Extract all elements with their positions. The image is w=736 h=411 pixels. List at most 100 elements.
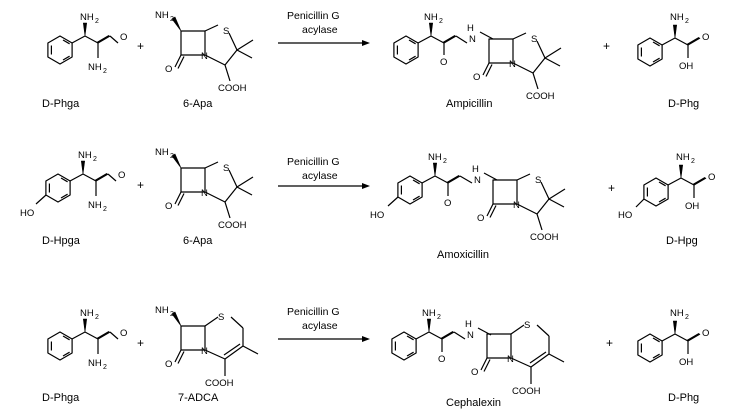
svg-text:COOH: COOH [205, 378, 234, 389]
svg-text:2: 2 [95, 18, 99, 25]
svg-text:COOH: COOH [218, 83, 247, 94]
svg-text:N: N [201, 188, 208, 199]
svg-text:S: S [218, 312, 224, 323]
svg-text:O: O [702, 32, 709, 43]
svg-text:NH: NH [424, 12, 438, 23]
svg-text:H: H [467, 23, 474, 34]
svg-text:NH: NH [80, 308, 94, 319]
svg-text:HO: HO [20, 208, 34, 219]
svg-text:O: O [477, 213, 484, 224]
svg-text:COOH: COOH [512, 386, 541, 397]
svg-text:NH: NH [80, 12, 94, 23]
reactant-1-label: D-Phga [42, 98, 80, 110]
svg-text:NH: NH [676, 152, 690, 163]
product-1-label: Amoxicillin [437, 249, 489, 261]
svg-text:N: N [467, 330, 474, 341]
svg-text:O: O [708, 172, 715, 183]
svg-text:NH: NH [155, 10, 169, 21]
product-2-label: D-Phg [668, 392, 699, 404]
plus-sign: + [603, 39, 610, 53]
svg-text:NH: NH [428, 152, 442, 163]
enzyme-label-line1: Penicillin G [287, 156, 340, 168]
svg-text:2: 2 [170, 153, 174, 160]
svg-text:2: 2 [685, 314, 689, 321]
plus-sign: + [137, 178, 144, 192]
svg-text:N: N [474, 175, 481, 186]
reactant-1-label: D-Hpga [42, 235, 81, 247]
svg-text:NH: NH [88, 200, 102, 211]
svg-text:NH: NH [670, 12, 684, 23]
svg-text:COOH: COOH [526, 91, 555, 102]
svg-text:S: S [223, 163, 229, 174]
reactant-2-label: 6-Apa [183, 235, 213, 247]
svg-text:N: N [513, 200, 520, 211]
svg-text:N: N [201, 346, 208, 357]
plus-sign: + [606, 336, 613, 350]
svg-text:S: S [223, 26, 229, 37]
svg-text:N: N [507, 354, 514, 365]
svg-text:O: O [120, 328, 127, 339]
svg-text:NH: NH [670, 308, 684, 319]
svg-text:NH: NH [78, 150, 92, 161]
svg-text:O: O [444, 198, 451, 209]
svg-text:S: S [524, 320, 530, 331]
plus-sign: + [608, 181, 615, 195]
reactant-2-label: 7-ADCA [178, 392, 219, 404]
svg-text:COOH: COOH [530, 232, 559, 243]
product-1-label: Cephalexin [446, 397, 501, 409]
svg-text:S: S [531, 34, 537, 45]
svg-text:O: O [702, 328, 709, 339]
svg-text:2: 2 [437, 314, 441, 321]
reactant-2-label: 6-Apa [183, 98, 213, 110]
svg-text:2: 2 [443, 158, 447, 165]
enzyme-label-line2: acylase [302, 170, 338, 182]
svg-text:2: 2 [170, 311, 174, 318]
svg-text:COOH: COOH [218, 220, 247, 231]
svg-text:HO: HO [618, 210, 632, 221]
svg-text:O: O [120, 32, 127, 43]
svg-text:HO: HO [370, 210, 384, 221]
product-1-label: Ampicillin [446, 98, 492, 110]
svg-text:O: O [118, 170, 125, 181]
svg-text:OH: OH [679, 61, 693, 72]
enzyme-label-line1: Penicillin G [287, 306, 340, 318]
svg-text:2: 2 [685, 18, 689, 25]
svg-text:2: 2 [95, 314, 99, 321]
svg-text:2: 2 [103, 206, 107, 213]
reactant-1-label: D-Phga [42, 392, 80, 404]
svg-text:2: 2 [103, 68, 107, 75]
svg-text:S: S [535, 175, 541, 186]
svg-text:2: 2 [439, 18, 443, 25]
svg-text:O: O [165, 201, 172, 212]
svg-text:2: 2 [103, 364, 107, 371]
svg-text:NH: NH [88, 62, 102, 73]
svg-text:O: O [471, 367, 478, 378]
svg-text:2: 2 [93, 156, 97, 163]
svg-text:O: O [438, 354, 445, 365]
svg-text:O: O [473, 72, 480, 83]
svg-text:O: O [440, 57, 447, 68]
svg-text:NH: NH [88, 358, 102, 369]
enzyme-label-line2: acylase [302, 24, 338, 36]
svg-text:O: O [165, 64, 172, 75]
svg-text:H: H [465, 319, 472, 330]
svg-text:2: 2 [691, 158, 695, 165]
svg-text:N: N [201, 51, 208, 62]
svg-text:H: H [472, 164, 479, 175]
plus-sign: + [137, 39, 144, 53]
